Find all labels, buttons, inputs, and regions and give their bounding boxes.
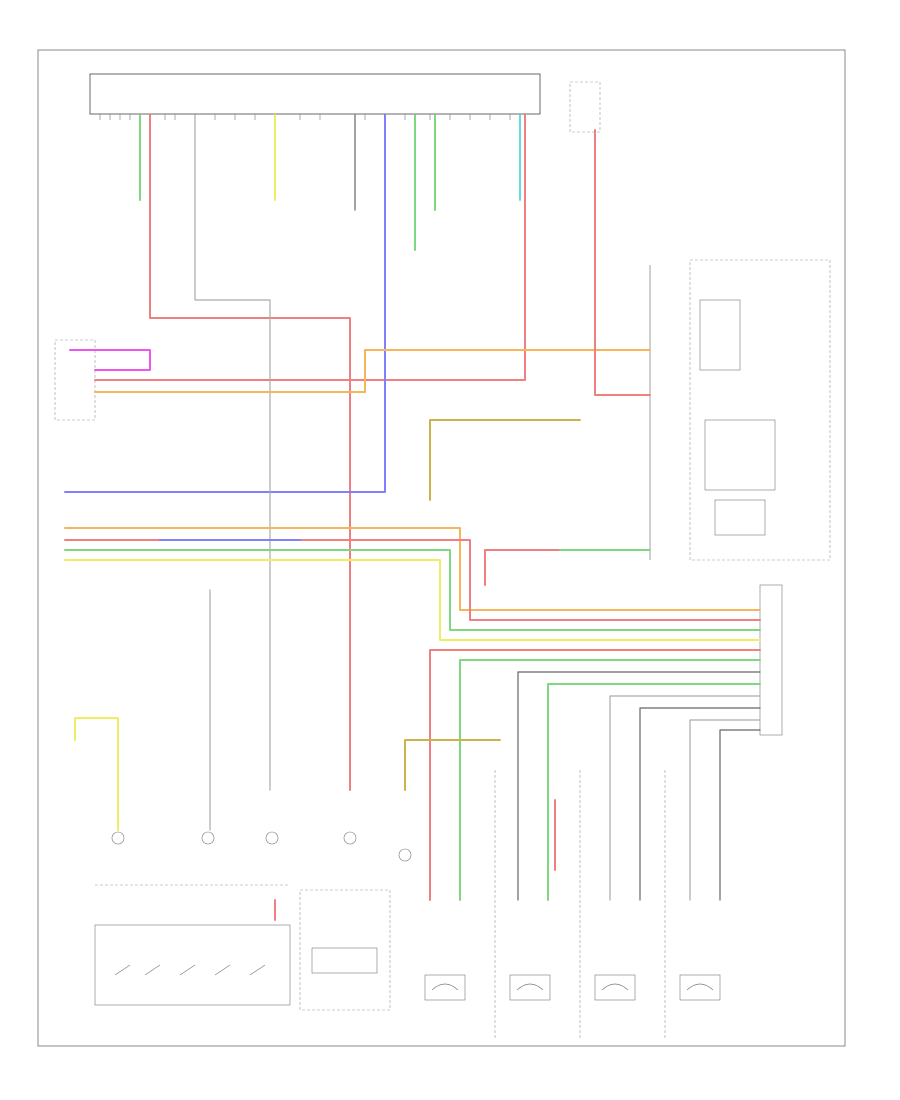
side-ecu-connector (759, 584, 783, 736)
wire-olive-2 (404, 739, 501, 791)
wheel-sensor-rl (594, 974, 636, 1001)
wire-red-5 (484, 549, 561, 586)
wire-dark-3 (639, 707, 761, 901)
wire-dark-2 (517, 671, 761, 901)
wire-orange-2 (64, 527, 761, 611)
wire-red-2 (94, 114, 526, 381)
wheel-sensor-rr (679, 974, 721, 1001)
wire-green-7 (547, 683, 761, 901)
wire-red-6 (429, 649, 761, 901)
wire-gray-3 (689, 719, 761, 901)
wire-dark-4 (719, 729, 761, 901)
wire-magenta-1 (69, 349, 151, 371)
wire-orange-1 (94, 349, 651, 393)
wire-gray-2 (609, 695, 761, 901)
ground-points (111, 831, 412, 862)
wire-red-1 (149, 114, 351, 791)
wire-green-4 (64, 549, 761, 631)
wheel-sensor-fr (509, 974, 551, 1001)
wire-olive-1 (429, 419, 581, 501)
wire-red-4 (64, 539, 761, 621)
wire-gray-1 (194, 114, 271, 791)
diagram-frame (37, 49, 846, 1047)
relay-box (569, 81, 601, 133)
steering-sensor (299, 889, 391, 1011)
wire-blue-1 (64, 114, 386, 493)
mode-switch (94, 924, 291, 1006)
wheel-sensor-fl (424, 974, 466, 1001)
wire-yellow-2 (64, 559, 761, 641)
skid-control-unit (649, 259, 831, 561)
wire-yellow-3 (74, 717, 119, 831)
left-connector (54, 339, 96, 421)
top-ecu-connector (89, 73, 541, 120)
wire-red-3 (594, 129, 651, 396)
wire-green-6 (459, 659, 761, 901)
